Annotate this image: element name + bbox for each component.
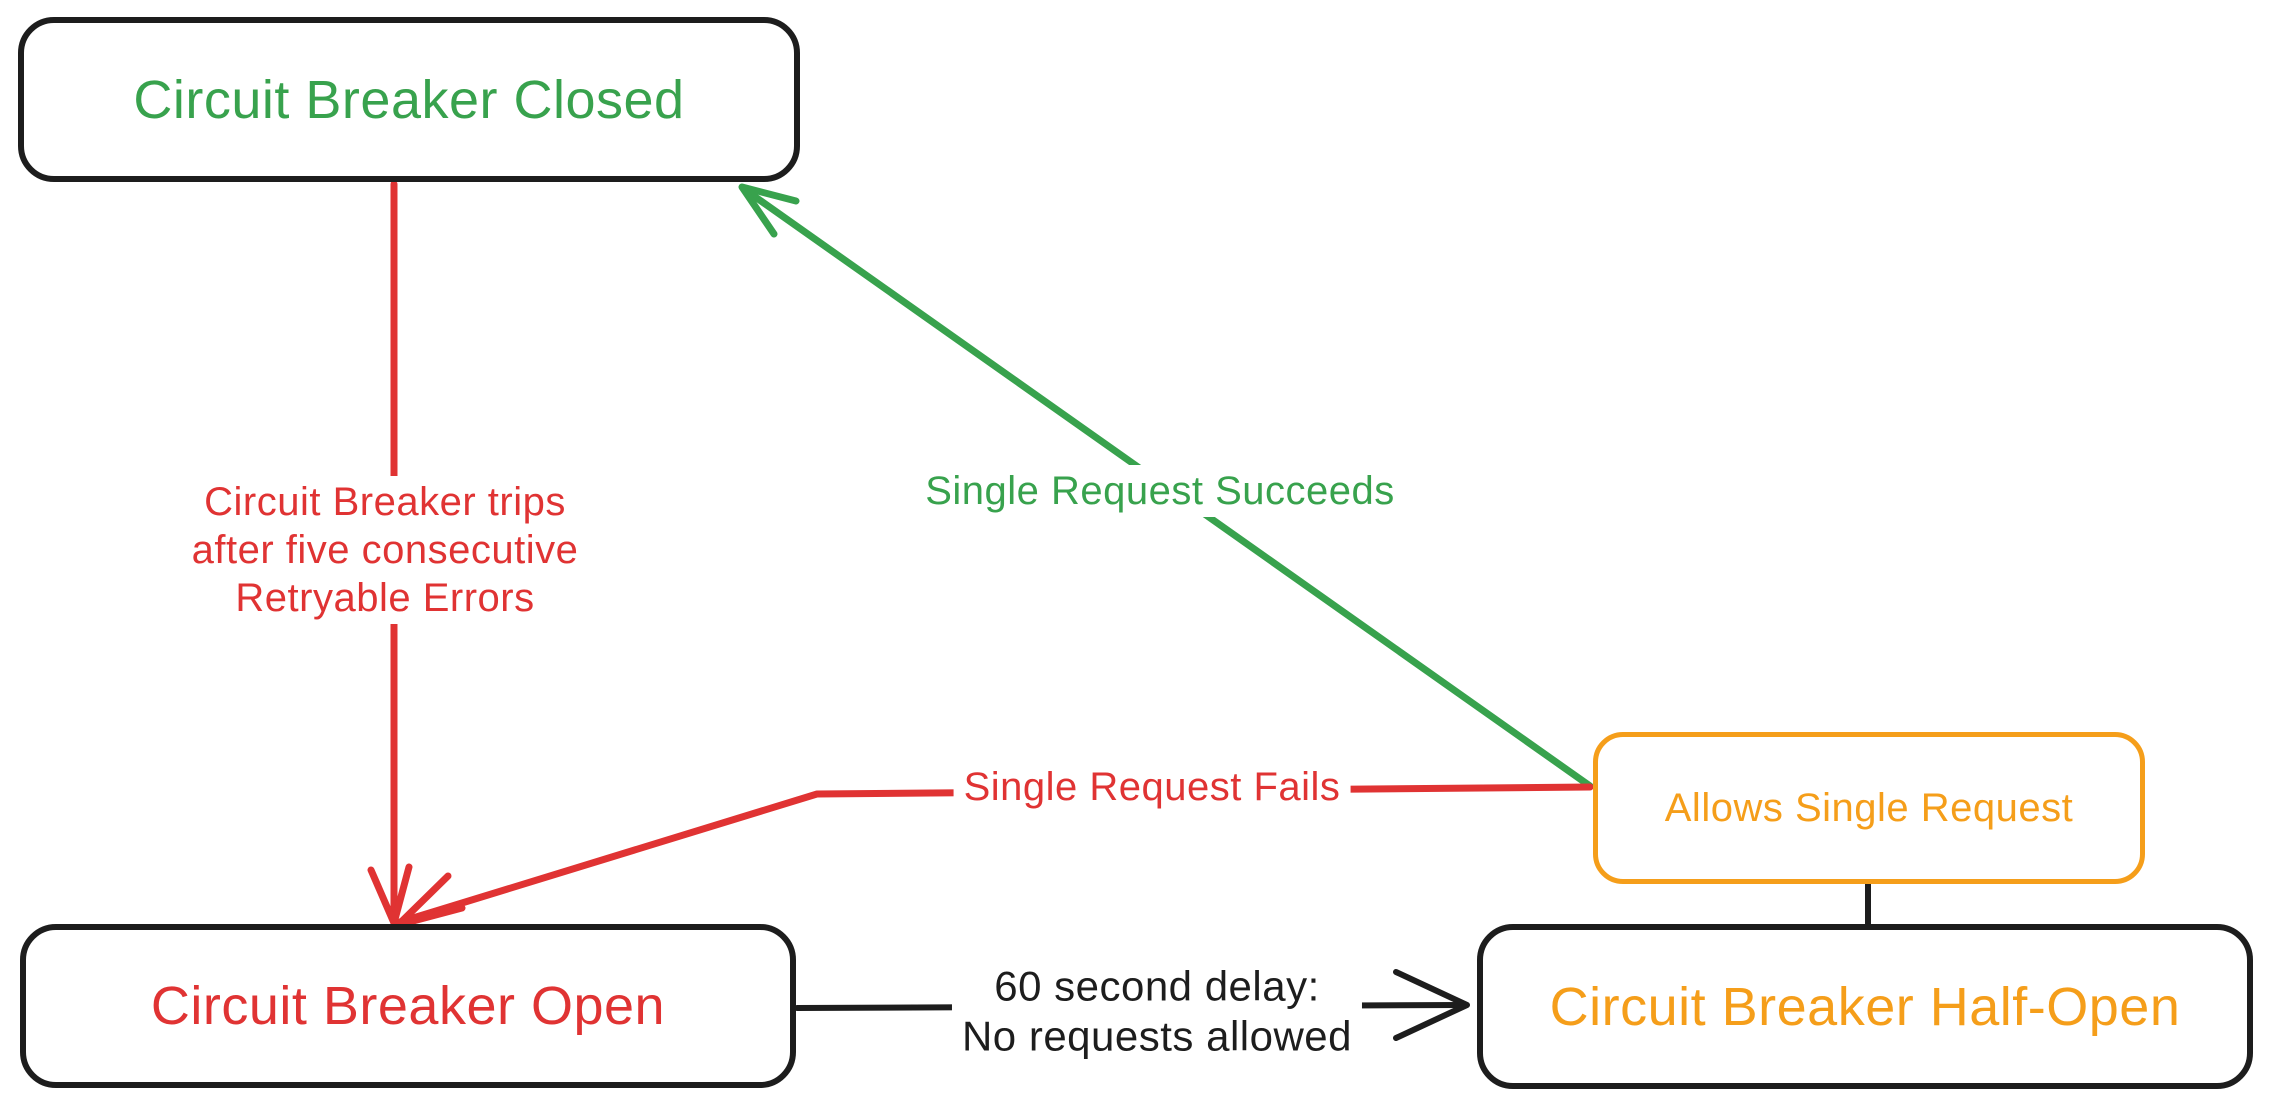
edge-label-fails: Single Request Fails	[953, 761, 1351, 813]
node-label-closed: Circuit Breaker Closed	[133, 69, 685, 130]
edge-succeeds-arrowhead	[738, 183, 800, 238]
node-circuit-breaker-open: Circuit Breaker Open	[20, 924, 796, 1088]
node-circuit-breaker-half-open: Circuit Breaker Half-Open	[1477, 924, 2253, 1089]
edge-label-trips: Circuit Breaker trips after five consecu…	[181, 476, 589, 624]
edge-label-succeeds: Single Request Succeeds	[915, 465, 1405, 517]
edge-label-delay: 60 second delay: No requests allowed	[951, 959, 1363, 1065]
edge-trips-arrowhead	[367, 863, 413, 927]
node-circuit-breaker-closed: Circuit Breaker Closed	[18, 17, 800, 182]
node-label-allows-single-request: Allows Single Request	[1664, 785, 2074, 830]
node-label-half-open: Circuit Breaker Half-Open	[1549, 976, 2181, 1037]
edge-delay-arrowhead	[1393, 969, 1470, 1041]
node-label-open: Circuit Breaker Open	[150, 976, 666, 1036]
node-allows-single-request: Allows Single Request	[1593, 732, 2145, 884]
